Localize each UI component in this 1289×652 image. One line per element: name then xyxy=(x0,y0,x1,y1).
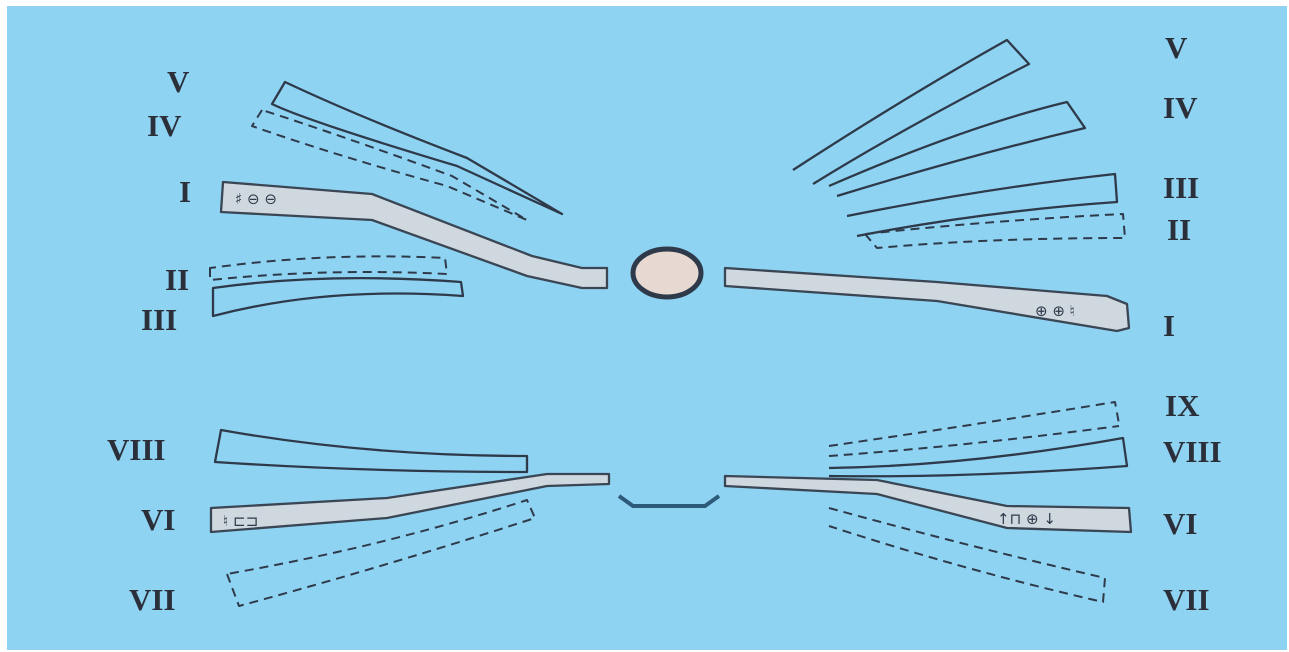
label-left-vi: VI xyxy=(141,502,175,537)
label-right-vii: VII xyxy=(1163,582,1210,617)
right-upper-v-outline xyxy=(793,40,1029,184)
left-upper-iii-outline xyxy=(213,278,463,316)
svg-text:♯ ⊖ ⊖: ♯ ⊖ ⊖ xyxy=(235,190,277,208)
label-right-vi: VI xyxy=(1163,506,1197,541)
label-left-i: I xyxy=(179,174,191,209)
right-lower-viii-dashed-outline xyxy=(829,426,1119,456)
diagram-svg: ♯ ⊖ ⊖ ⊕ ⊕ ♮ ♮ ⊏⊐ ↑⊓ ⊕ ↓ V IV I II III V … xyxy=(7,6,1287,650)
svg-text:⊕ ⊕ ♮: ⊕ ⊕ ♮ xyxy=(1035,302,1075,320)
left-lower-viii-outline xyxy=(215,430,527,472)
svg-text:↑⊓ ⊕ ↓: ↑⊓ ⊕ ↓ xyxy=(997,510,1056,528)
diagram-canvas: ♯ ⊖ ⊖ ⊕ ⊕ ♮ ♮ ⊏⊐ ↑⊓ ⊕ ↓ V IV I II III V … xyxy=(7,6,1287,650)
label-right-ii: II xyxy=(1167,212,1191,247)
label-left-viii: VIII xyxy=(107,432,166,467)
label-right-ix: IX xyxy=(1165,388,1200,423)
right-upper-i-bar xyxy=(725,268,1129,331)
right-upper-iii-outline xyxy=(847,174,1117,236)
right-upper-ii-outline xyxy=(865,214,1125,248)
label-right-iv: IV xyxy=(1163,90,1198,125)
left-upper-ii-outline xyxy=(210,256,447,280)
right-lower-viii-outline xyxy=(829,438,1127,476)
right-lower-ix-outline xyxy=(829,402,1119,446)
right-lower-vi-bar xyxy=(725,476,1131,532)
label-right-i: I xyxy=(1163,308,1175,343)
centromere-circle xyxy=(633,249,701,297)
label-left-iv: IV xyxy=(147,108,182,143)
label-right-viii: VIII xyxy=(1163,434,1222,469)
label-left-ii: II xyxy=(165,262,189,297)
label-left-iii: III xyxy=(141,302,177,337)
label-right-v: V xyxy=(1165,30,1188,65)
label-left-vii: VII xyxy=(129,582,176,617)
label-left-v: V xyxy=(167,64,190,99)
svg-text:♮ ⊏⊐: ♮ ⊏⊐ xyxy=(223,512,258,530)
left-lower-vi-bar xyxy=(211,474,609,532)
label-right-iii: III xyxy=(1163,170,1199,205)
centre-notch xyxy=(619,496,719,506)
